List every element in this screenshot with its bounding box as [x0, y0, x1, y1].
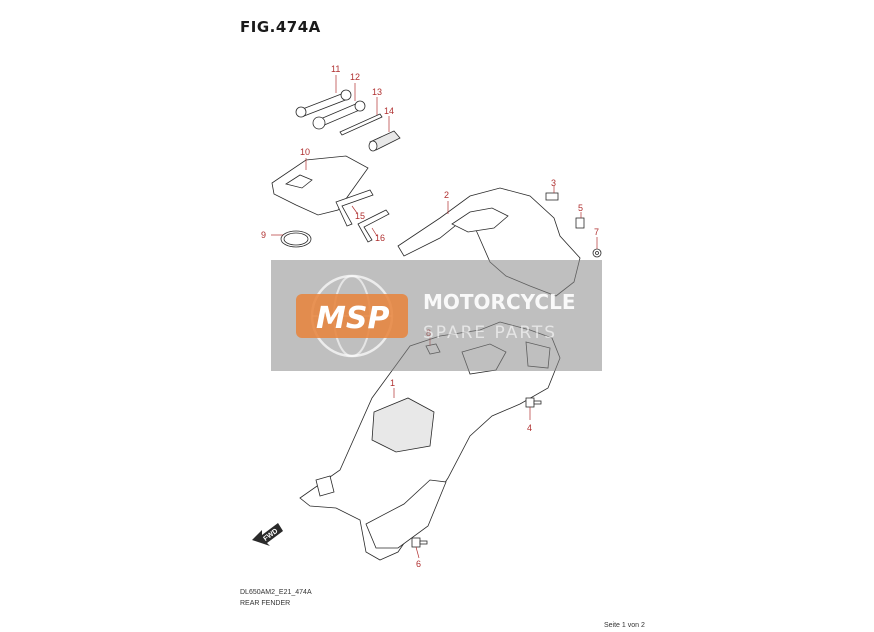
part-16-hex-key[interactable]	[357, 209, 390, 243]
part-5-clip[interactable]	[575, 217, 585, 229]
watermark: MSP MOTORCYCLE SPARE PARTS	[271, 260, 602, 371]
callout-16: 16	[375, 233, 385, 243]
callout-6: 6	[416, 559, 421, 569]
part-9-o-ring-inner	[283, 232, 309, 246]
leader-15	[351, 205, 358, 214]
part-7-washer-hole	[595, 251, 599, 255]
callout-13: 13	[372, 87, 382, 97]
model-code: DL650AM2_E21_474A	[240, 589, 312, 596]
callout-12: 12	[350, 72, 360, 82]
part-6-bolt[interactable]	[411, 537, 428, 548]
callout-11: 11	[331, 64, 340, 74]
watermark-logo-text: MSP	[316, 301, 389, 336]
callout-15: 15	[355, 211, 365, 221]
callout-3: 3	[551, 178, 556, 188]
figure-title: FIG.474A	[240, 18, 321, 36]
leader-16	[371, 227, 378, 237]
watermark-brand-main: MOTORCYCLE	[423, 290, 575, 314]
part-13-screwdriver[interactable]	[339, 113, 383, 136]
watermark-brand-sub: SPARE PARTS	[423, 323, 557, 343]
callout-14: 14	[384, 106, 394, 116]
callout-5: 5	[578, 203, 583, 213]
part-3-cushion[interactable]	[545, 192, 559, 201]
callout-7: 7	[594, 227, 599, 237]
callout-2: 2	[444, 190, 449, 200]
callout-4: 4	[527, 423, 532, 433]
part-15-hex-key[interactable]	[335, 189, 374, 227]
callout-1: 1	[390, 378, 395, 388]
watermark-logo-badge	[296, 294, 408, 338]
section-name: REAR FENDER	[240, 600, 291, 607]
part-4-bolt[interactable]	[525, 397, 542, 408]
fwd-arrow: FWD	[252, 523, 283, 546]
page-indicator: Seite 1 von 2	[604, 622, 645, 629]
part-10-tool-bag[interactable]	[271, 155, 369, 216]
part-12-wrench[interactable]	[312, 100, 366, 130]
callout-9: 9	[261, 230, 266, 240]
callout-10: 10	[300, 147, 310, 157]
leader-6	[415, 546, 420, 559]
part-14-handle[interactable]	[368, 130, 401, 152]
part-11-wrench[interactable]	[295, 89, 352, 118]
